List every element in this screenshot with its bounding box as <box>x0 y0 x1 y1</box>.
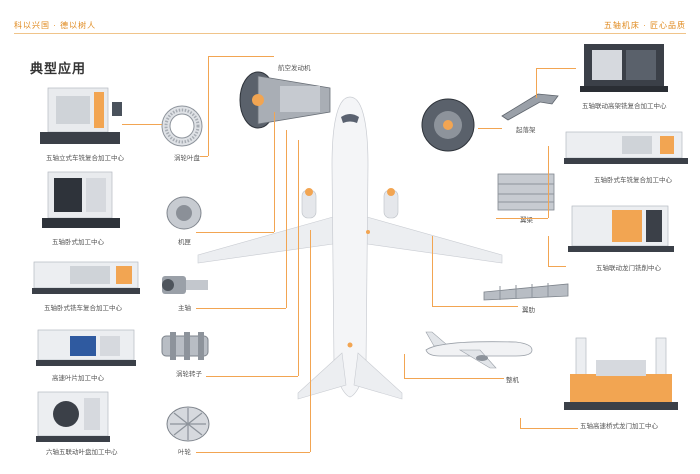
part-6-label: 航空发动机 <box>278 65 311 72</box>
connector-line <box>496 218 548 219</box>
header-divider <box>14 33 686 34</box>
connector-line <box>536 68 576 69</box>
connector-line <box>206 376 298 377</box>
part-9-image <box>483 283 569 301</box>
connector-line <box>196 452 310 453</box>
connector-line <box>404 378 504 379</box>
part-5-image <box>166 406 210 442</box>
header-left-tag: 科以兴国 · 德以树人 <box>14 21 97 30</box>
connector-line <box>196 308 286 309</box>
machine-6-image <box>580 44 668 92</box>
part-2-label: 机匣 <box>178 239 191 246</box>
machine-5-image <box>36 391 110 442</box>
connector-line <box>478 128 502 129</box>
machine-2-label: 五轴卧式加工中心 <box>52 239 104 246</box>
machine-7-image <box>564 131 688 164</box>
connector-line <box>122 124 162 125</box>
connector-line <box>520 418 521 428</box>
part-8-image <box>497 173 555 211</box>
connector-line <box>404 354 405 378</box>
machine-4-image <box>36 329 136 366</box>
machine-5-label: 六轴五联动叶盘加工中心 <box>46 449 118 456</box>
machine-2-image <box>42 171 120 228</box>
connector-line <box>286 130 287 308</box>
part-7-image <box>501 93 559 121</box>
part-7-label: 起落架 <box>516 127 536 134</box>
part-5-label: 叶轮 <box>178 449 191 456</box>
machine-3-image <box>32 261 140 294</box>
connector-line <box>548 266 566 267</box>
connector-line <box>432 236 433 306</box>
connector-line <box>208 56 209 156</box>
connector-line <box>432 306 518 307</box>
part-3-label: 主轴 <box>178 305 191 312</box>
machine-4-label: 高速叶片加工中心 <box>52 375 104 382</box>
machine-1-label: 五轴立式车铣复合加工中心 <box>46 155 124 162</box>
part-8-label: 翼梁 <box>520 217 533 224</box>
section-title: 典型应用 <box>30 61 87 76</box>
part-6-image <box>239 71 331 129</box>
machine-9-label: 五轴高速桥式龙门加工中心 <box>580 423 658 430</box>
machine-6-label: 五轴联动高架铣复合加工中心 <box>582 103 667 110</box>
header-right-tag: 五轴机床 · 匠心品质 <box>603 21 686 30</box>
engine-closeup-image <box>421 98 475 152</box>
part-3-image <box>162 276 208 294</box>
top-bar: 科以兴国 · 德以树人 五轴机床 · 匠心品质 <box>0 0 700 40</box>
part-10-image <box>425 331 533 369</box>
connector-line <box>548 236 549 266</box>
part-4-label: 涡轮转子 <box>176 371 202 378</box>
machine-8-image <box>568 205 674 252</box>
connector-line <box>298 140 299 376</box>
connector-line <box>200 156 208 157</box>
airplane-illustration <box>197 96 503 400</box>
part-1-label: 涡轮叶盘 <box>174 155 200 162</box>
connector-line <box>548 146 549 218</box>
connector-line <box>208 56 274 57</box>
part-9-label: 翼肋 <box>522 307 535 314</box>
connector-line <box>274 112 275 232</box>
machine-1-image <box>40 87 122 144</box>
connector-line <box>196 232 274 233</box>
machine-7-label: 五轴卧式车铣复合加工中心 <box>594 177 672 184</box>
part-1-image <box>161 105 203 147</box>
connector-line <box>520 428 578 429</box>
part-4-image <box>161 332 209 360</box>
part-2-image <box>166 196 202 230</box>
machine-8-label: 五轴联动龙门铣削中心 <box>596 265 661 272</box>
connector-line <box>536 68 537 98</box>
part-10-label: 整机 <box>506 377 519 384</box>
machine-3-label: 五轴卧式铣车复合加工中心 <box>44 305 122 312</box>
connector-line <box>310 230 311 452</box>
machine-9-image <box>564 337 678 410</box>
